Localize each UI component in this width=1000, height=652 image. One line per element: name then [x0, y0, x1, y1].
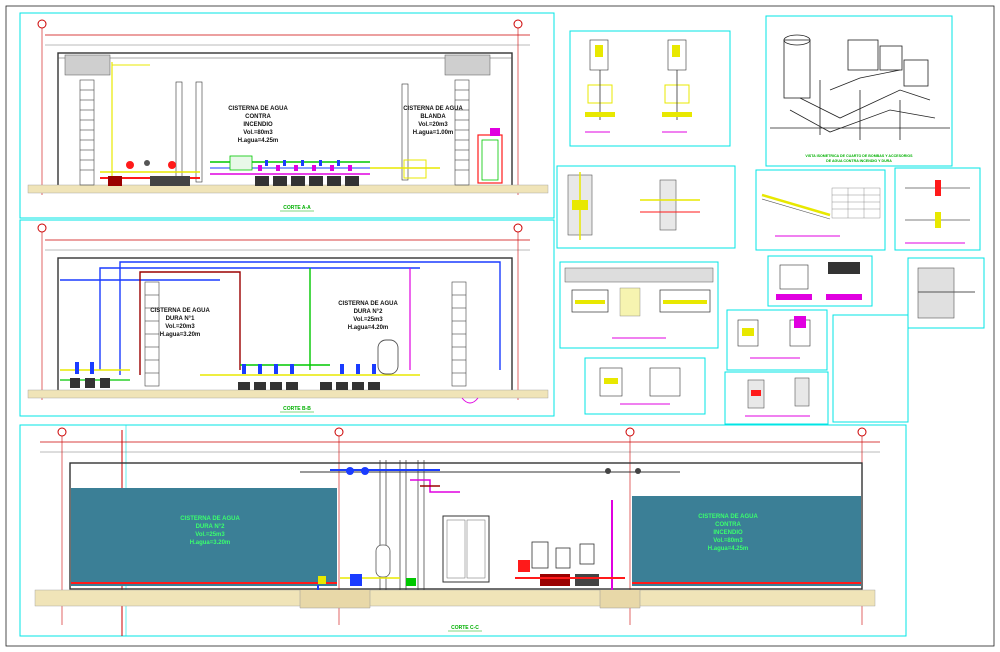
- grid-bubble: [37, 19, 47, 29]
- section-aa-right-tank-title: CISTERNA DE AGUA: [403, 106, 463, 112]
- detail-panel-small-4: [832, 314, 909, 423]
- grid-bubble: [513, 223, 523, 233]
- section-bb-right-tank-level: H.agua=4.20m: [348, 325, 389, 331]
- detail-panel-pump-base: [559, 261, 719, 349]
- section-bb-left-tank-sub: DURA N°1: [166, 316, 196, 322]
- section-cc-right-tank-vol: Vol.=80m3: [713, 538, 743, 544]
- section-bb-right-tank-sub: DURA N°2: [354, 309, 384, 315]
- section-aa-right-tank-vol: Vol.=20m3: [418, 122, 448, 128]
- section-cc-right-tank-title: CISTERNA DE AGUA: [698, 514, 758, 520]
- detail-panel-flanges: [894, 167, 981, 251]
- section-aa-left-tank-sub2: INCENDIO: [243, 122, 273, 128]
- detail-panel-small-2: [907, 257, 985, 329]
- section-cc-panel: CISTERNA DE AGUA DURA N°2 Vol.=25m3 H.ag…: [19, 424, 907, 637]
- section-cc-right-tank-level: H.agua=4.25m: [708, 546, 749, 552]
- detail-panel-valve-sections: [569, 30, 731, 147]
- grid-bubble: [37, 223, 47, 233]
- detail-panel-small-3: [726, 309, 828, 371]
- detail-panel-small-1: [767, 255, 873, 307]
- tank-water-left: [71, 488, 337, 586]
- section-cc-right-tank-sub1: CONTRA: [715, 522, 741, 528]
- grid-bubble: [334, 427, 344, 437]
- section-aa-right-tank-level: H.agua=1.00m: [413, 130, 454, 136]
- section-cc-title: CORTE C-C: [451, 625, 479, 631]
- section-aa-title: CORTE A-A: [283, 205, 311, 211]
- section-bb-panel: CISTERNA DE AGUA DURA N°1 Vol.=20m3 H.ag…: [19, 219, 555, 417]
- detail-panel-pipe-table: [755, 169, 886, 251]
- section-aa-left-tank-vol: Vol.=80m3: [243, 130, 273, 136]
- section-aa-left-tank-sub1: CONTRA: [245, 114, 271, 120]
- section-cc-left-tank-vol: Vol.=25m3: [195, 532, 225, 538]
- section-aa-left-tank-level: H.agua=4.25m: [238, 138, 279, 144]
- grid-bubble: [513, 19, 523, 29]
- section-bb-left-tank-vol: Vol.=20m3: [165, 324, 195, 330]
- section-bb-left-tank-title: CISTERNA DE AGUA: [150, 308, 210, 314]
- section-bb-right-tank-title: CISTERNA DE AGUA: [338, 301, 398, 307]
- grid-bubble: [857, 427, 867, 437]
- section-bb-title: CORTE B-B: [283, 406, 311, 412]
- section-cc-right-tank-sub2: INCENDIO: [713, 530, 743, 536]
- section-cc-left-tank-level: H.agua=3.20m: [190, 540, 231, 546]
- section-aa-left-tank-title: CISTERNA DE AGUA: [228, 106, 288, 112]
- isometric-view-panel: VISTA ISOMETRICA DE CUARTO DE BOMBAS Y A…: [765, 15, 953, 167]
- detail-panel-small-5: [584, 357, 706, 415]
- section-bb-right-tank-vol: Vol.=25m3: [353, 317, 383, 323]
- grid-bubble: [57, 427, 67, 437]
- isometric-title-line2: DE AGUA CONTRA INCENDIO Y DURA: [826, 159, 892, 163]
- section-cc-left-tank-sub: DURA N°2: [196, 524, 226, 530]
- section-cc-left-tank-title: CISTERNA DE AGUA: [180, 516, 240, 522]
- detail-panel-pipe-sleeves: [556, 165, 736, 249]
- section-bb-left-tank-level: H.agua=3.20m: [160, 332, 201, 338]
- grid-bubble: [625, 427, 635, 437]
- sheet-border: [5, 5, 995, 647]
- isometric-title-line1: VISTA ISOMETRICA DE CUARTO DE BOMBAS Y A…: [805, 154, 913, 158]
- section-aa-right-tank-sub1: BLANDA: [420, 114, 446, 120]
- tank-water-right: [632, 496, 861, 586]
- section-aa-panel: CISTERNA DE AGUA CONTRA INCENDIO Vol.=80…: [19, 12, 555, 219]
- detail-panel-small-6: [724, 371, 829, 425]
